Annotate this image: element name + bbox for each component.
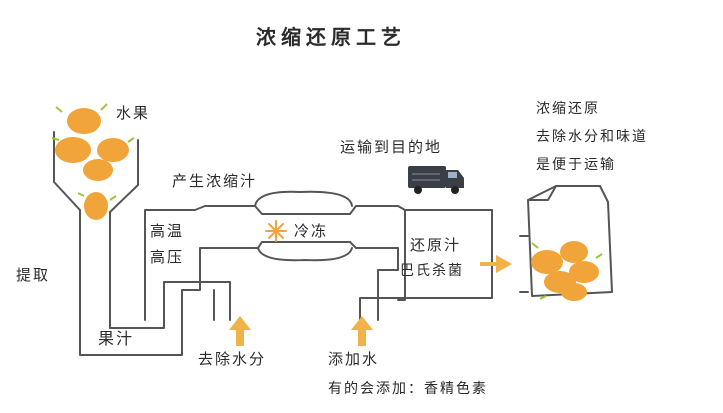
arrow-up-icon-2 [351,316,373,346]
pipe-upper [144,205,493,321]
hopper-right-wall [109,139,187,329]
hopper-left-wall [53,131,201,356]
freezer-chamber [254,190,353,262]
orange-fruit-icon [51,103,135,220]
pipe-lower [199,241,399,321]
arrow-up-icon [229,316,251,346]
label-additives: 有的会添加：香精色素 [328,381,488,397]
label-extract: 提取 [16,266,51,284]
label-freeze: 冷冻 [294,222,329,240]
note-line-2: 去除水分和味道 [536,129,648,145]
label-restored-juice: 还原汁 [410,236,462,254]
label-pasteurize: 巴氏杀菌 [400,263,464,279]
note-line-1: 浓缩还原 [536,101,600,117]
label-high-temp: 高温 [150,222,185,240]
label-remove-water: 去除水分 [198,350,267,368]
label-high-pressure: 高压 [150,248,185,266]
label-transport: 运输到目的地 [340,138,443,156]
label-fruit: 水果 [116,104,151,122]
pipe-restore [359,209,493,321]
carton-oranges [531,241,603,301]
label-add-water: 添加水 [328,350,380,368]
arrow-right-icon [480,255,512,273]
juice-carton-icon [527,185,613,297]
pipe-water-out [185,281,231,321]
truck-icon [408,166,464,194]
snowflake-icon [265,220,287,242]
label-produce-concentrate: 产生浓缩汁 [172,172,258,190]
diagram-title: 浓缩还原工艺 [256,25,406,49]
label-juice: 果汁 [98,329,135,348]
note-line-3: 是便于运输 [536,157,616,173]
